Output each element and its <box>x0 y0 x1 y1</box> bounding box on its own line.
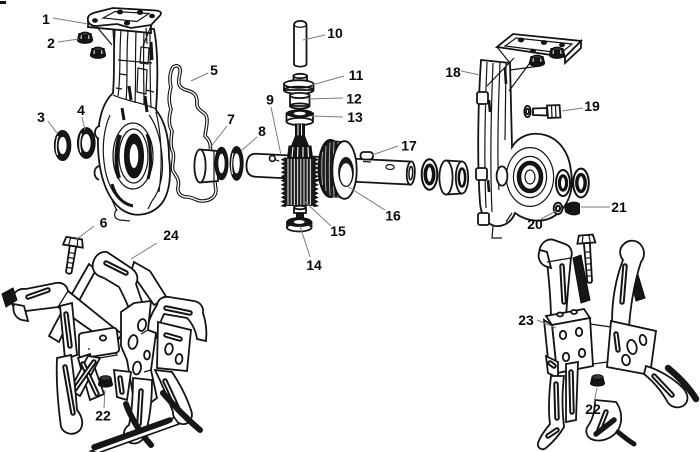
callout-9: 9 <box>266 92 274 108</box>
flange-nut-lower <box>89 46 107 59</box>
shaft-bushing <box>438 159 470 196</box>
leader-line-2 <box>57 38 80 43</box>
leader-line-3 <box>47 120 58 134</box>
callout-1: 1 <box>42 11 50 27</box>
callout-2: 2 <box>47 35 55 51</box>
thrust-washer <box>420 158 439 191</box>
callout-6: 6 <box>100 215 108 231</box>
leader-line-9 <box>270 106 282 156</box>
leader-line-7 <box>208 125 228 150</box>
callout-14: 14 <box>306 257 322 273</box>
gasket <box>167 64 219 203</box>
collar <box>283 72 315 95</box>
left-housing-half <box>86 7 171 222</box>
drive-gear <box>317 139 358 200</box>
leader-line-20 <box>540 210 557 220</box>
callout-19: 19 <box>584 98 600 114</box>
callout-18: 18 <box>445 64 461 80</box>
leader-line-12 <box>306 97 344 100</box>
callout-12: 12 <box>346 91 362 107</box>
callout-8: 8 <box>258 123 266 139</box>
plug <box>564 201 580 216</box>
callout-3: 3 <box>37 109 45 125</box>
callouts: 1 2 3 4 5 6 7 8 9 10 11 12 13 14 15 16 1… <box>37 11 627 424</box>
spacer-bushing <box>289 92 311 110</box>
drain-bolt <box>523 104 562 119</box>
leader-line-14 <box>299 225 311 258</box>
leader-line-19 <box>561 107 584 112</box>
leader-line-22-left <box>103 389 106 409</box>
hex-bolt-left <box>61 235 84 275</box>
callout-11: 11 <box>349 67 364 83</box>
left-tine-assembly <box>1 250 208 452</box>
flange-nut-right-a <box>528 54 546 67</box>
callout-17: 17 <box>401 138 417 154</box>
callout-15: 15 <box>330 223 346 239</box>
leader-line-4 <box>81 116 86 131</box>
right-tine-assembly <box>536 238 700 451</box>
callout-13: 13 <box>347 109 363 125</box>
roll-pin <box>293 19 308 68</box>
callout-5: 5 <box>210 62 218 78</box>
leader-line-22-right <box>593 387 598 404</box>
leader-line-10 <box>302 34 326 41</box>
leader-line-18 <box>460 70 481 76</box>
callout-20: 20 <box>527 216 543 232</box>
flange-nut-right-b <box>548 46 566 59</box>
hex-nut-left <box>97 375 114 388</box>
leader-line-23 <box>536 319 557 329</box>
leader-line-6 <box>76 225 95 240</box>
seal-ring-mid <box>214 146 229 181</box>
callout-7: 7 <box>227 111 235 127</box>
small-washer <box>552 201 564 216</box>
upper-bearing <box>285 109 314 127</box>
callout-22-left: 22 <box>95 408 111 424</box>
callout-16: 16 <box>385 208 401 224</box>
callout-4: 4 <box>77 102 85 118</box>
hex-bolt-right <box>576 233 597 284</box>
leader-line-1 <box>52 17 89 25</box>
callout-21: 21 <box>611 199 627 215</box>
oil-seal-outer <box>53 130 72 161</box>
washer-right-a <box>555 169 571 197</box>
callout-22-right: 22 <box>585 401 601 417</box>
washer-right-b <box>572 167 590 199</box>
hex-nut-right <box>589 374 606 387</box>
leader-line-16 <box>346 185 386 211</box>
leader-line-24 <box>130 242 158 260</box>
leader-line-11 <box>311 75 345 86</box>
worm-gear <box>280 123 320 220</box>
snap-ring <box>229 146 244 181</box>
lower-bearing <box>286 217 313 233</box>
leader-line-5 <box>190 72 209 82</box>
leader-line-8 <box>240 136 258 152</box>
callout-10: 10 <box>327 25 343 41</box>
woodruff-key <box>359 151 374 163</box>
leader-line-15 <box>302 199 332 227</box>
flange-nut-upper <box>76 31 94 44</box>
leader-line-17 <box>371 145 399 156</box>
callout-23: 23 <box>518 312 534 328</box>
right-housing-half <box>475 33 583 239</box>
leader-line-13 <box>310 115 344 118</box>
oil-seal-inner <box>77 127 96 159</box>
callout-24: 24 <box>163 227 179 243</box>
bearing-cup <box>193 148 219 184</box>
